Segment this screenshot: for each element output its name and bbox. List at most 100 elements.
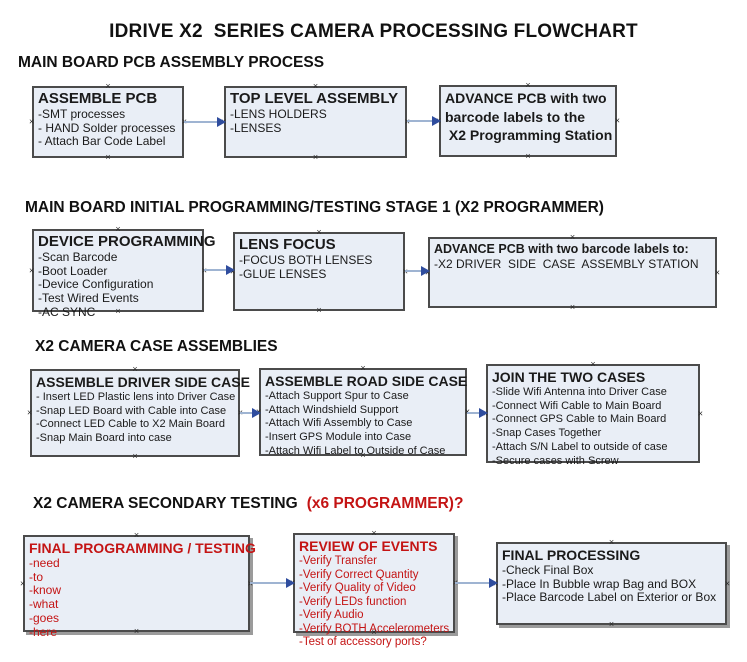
section-heading-case-assemblies: X2 CAMERA CASE ASSEMBLIES [35,338,278,355]
box-item: -AC SYNC [38,304,96,319]
connection-point-icon [525,152,530,161]
connection-point-icon [134,531,139,540]
box-item: -Test of accessory ports? [299,636,427,648]
connection-point-icon [371,628,376,637]
box-title: ASSEMBLE DRIVER SIDE CASE [36,374,250,390]
box-item: -Place In Bubble wrap Bag and BOX [502,576,697,591]
flow-box-assemble-road-side-case: ASSEMBLE ROAD SIDE CASE -Attach Support … [259,368,468,459]
flow-box-top-level-assembly: TOP LEVEL ASSEMBLY -LENS HOLDERS-LENSES [224,86,407,158]
connection-point-icon [698,409,703,418]
connector-arrow [250,578,295,588]
box-item-list: barcode labels to the X2 Programming Sta… [445,108,612,145]
flow-box-join-the-two-cases: JOIN THE TWO CASES -Slide Wifi Antenna i… [486,364,703,467]
connector-arrow [407,116,441,126]
connection-point-icon [134,627,139,636]
box-item-list: -X2 DRIVER SIDE CASE ASSEMBLY STATION [434,257,711,272]
box-item: -Attach Windshield Support [265,403,399,416]
connection-point-icon [313,153,318,162]
box-item: barcode labels to the [445,108,586,125]
box-item-list: -FOCUS BOTH LENSES-GLUE LENSES [239,253,399,281]
connection-point-icon [590,360,595,369]
box-item: -Attach S/N Label to outside of case [492,440,668,453]
connection-point-icon [360,451,365,460]
box-item: -X2 DRIVER SIDE CASE ASSEMBLY STATION [434,257,699,271]
box-item-list: -Check Final Box-Place In Bubble wrap Ba… [502,563,721,605]
box-item: -Snap Main Board into case [36,432,172,445]
flow-box-assemble-pcb: ASSEMBLE PCB -SMT processes- HAND Solder… [32,86,184,158]
box-item-list: -SMT processes- HAND Solder processes- A… [38,107,178,149]
box-item: -what [29,597,59,612]
box-item: -Snap LED Board with Cable into Case [36,404,227,417]
connection-point-icon [360,364,365,373]
connection-point-icon [590,458,595,467]
connector-arrow [240,408,261,418]
section-heading-black-part: X2 CAMERA SECONDARY TESTING [33,495,298,512]
connection-point-icon [715,268,720,277]
box-item: -SMT processes [38,107,126,121]
connection-point-icon [115,307,120,316]
connection-point-icon [29,118,34,127]
box-title: ADVANCE PCB with two barcode labels to: [434,242,689,256]
connector-arrow [184,117,226,127]
box-title: DEVICE PROGRAMMING [38,233,216,250]
box-item: -know [29,583,62,598]
connection-point-icon [132,452,137,461]
connection-point-icon [20,579,25,588]
box-item: -GLUE LENSES [239,266,327,281]
connection-point-icon [27,409,32,418]
connection-point-icon [570,303,575,312]
section-heading-pcb-assembly: MAIN BOARD PCB ASSEMBLY PROCESS [18,54,325,71]
box-item: -Attach Wifi Label to Outside of Case [265,444,446,457]
box-title: ADVANCE PCB with two [445,90,607,106]
connection-point-icon [525,81,530,90]
box-item: -Connect Wifi Cable to Main Board [492,399,662,412]
box-item: -Connect LED Cable to X2 Main Board [36,418,225,431]
box-item: -Place Barcode Label on Exterior or Box [502,590,717,605]
box-item: -Device Configuration [38,277,154,292]
box-item: - Attach Bar Code Label [38,134,166,149]
connector-arrow [467,408,488,418]
box-item: -Connect GPS Cable to Main Board [492,413,667,426]
box-item: -Verify Quality of Video [299,582,416,594]
connection-point-icon [609,538,614,547]
box-item: -Boot Loader [38,263,108,278]
box-title: ASSEMBLE ROAD SIDE CASE [265,373,468,389]
box-item: -Verify Transfer [299,555,377,567]
box-item: -Check Final Box [502,563,594,577]
box-item-list: -Slide Wifi Antenna into Driver Case-Con… [492,386,694,468]
connection-point-icon [316,228,321,237]
box-item: -Verify Correct Quantity [299,568,419,581]
box-item: -here [29,624,58,639]
connection-point-icon [115,225,120,234]
box-item: -Snap Cases Together [492,427,602,440]
box-item: - HAND Solder processes [38,120,176,135]
box-item: -LENS HOLDERS [230,107,327,121]
box-item: -need [29,556,60,570]
connection-point-icon [615,117,620,126]
connection-point-icon [609,620,614,629]
connection-point-icon [316,306,321,315]
connection-point-icon [313,82,318,91]
box-item-list: - Insert LED Plastic lens into Driver Ca… [36,391,235,446]
box-item-list: -Attach Support Spur to Case-Attach Wind… [265,390,461,459]
box-title: REVIEW OF EVENTS [299,538,438,554]
box-item: -to [29,569,44,584]
box-item: -Attach Support Spur to Case [265,390,409,402]
connection-point-icon [132,365,137,374]
box-title: FINAL PROCESSING [502,547,641,563]
connection-point-icon [570,233,575,242]
box-title: TOP LEVEL ASSEMBLY [230,90,399,107]
box-item: -Secure cases with Screw [492,454,619,467]
flow-box-assemble-driver-side-case: ASSEMBLE DRIVER SIDE CASE - Insert LED P… [27,369,250,457]
flow-box-final-processing: FINAL PROCESSING -Check Final Box-Place … [496,542,727,625]
box-item: -Attach Wifi Assembly to Case [265,417,413,430]
box-item: -LENSES [230,120,282,135]
flow-box-final-programming-testing: FINAL PROGRAMMING / TESTING -need-to-kno… [20,535,256,638]
box-item-list: -Scan Barcode-Boot Loader-Device Configu… [38,250,198,320]
flow-box-advance-pcb-driver-side-station: ADVANCE PCB with two barcode labels to: … [428,237,717,308]
flow-box-advance-pcb-programming-station: ADVANCE PCB with two barcode labels to t… [439,85,617,157]
connector-arrow [204,265,235,275]
connection-point-icon [105,153,110,162]
section-heading-secondary-testing: X2 CAMERA SECONDARY TESTING(x6 PROGRAMME… [33,495,463,513]
